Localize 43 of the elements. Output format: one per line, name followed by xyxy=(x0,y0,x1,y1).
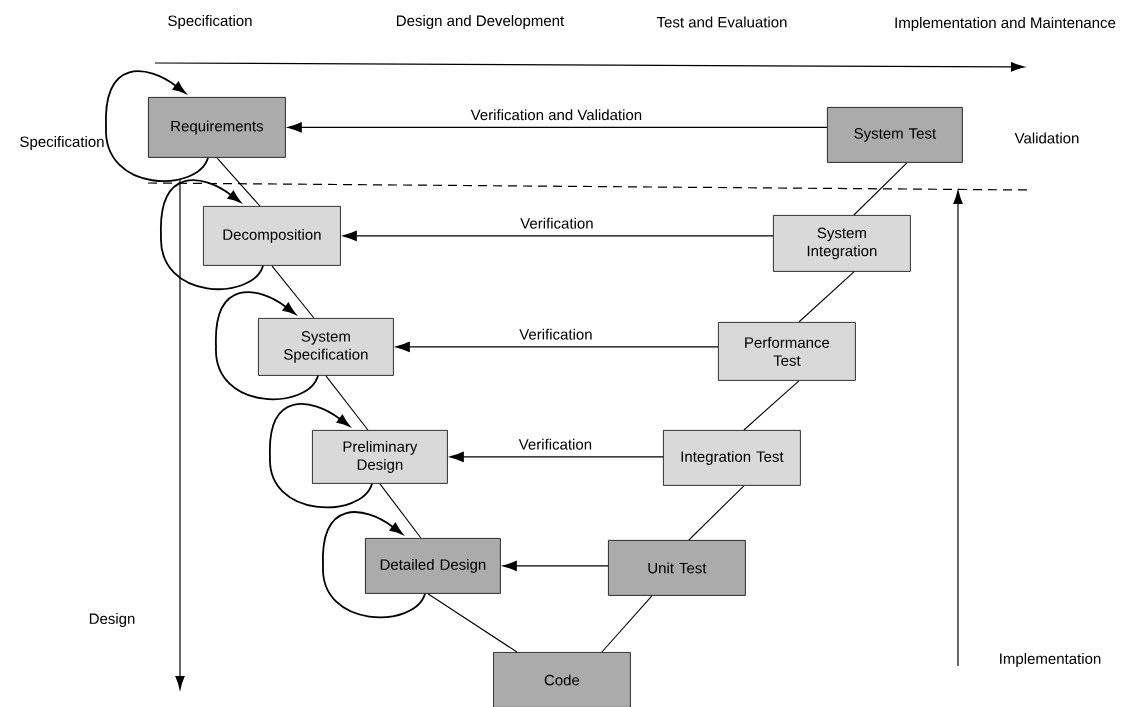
process-box: Code xyxy=(493,652,631,707)
process-box: Integration Test xyxy=(663,430,801,486)
connector-line xyxy=(688,485,745,541)
edge-label: Verification xyxy=(520,217,593,229)
process-box: System Test xyxy=(827,107,963,163)
process-box: System Specification xyxy=(258,318,394,376)
loop-arrow xyxy=(105,70,209,182)
connector-line xyxy=(216,157,261,207)
connector-line xyxy=(601,595,653,653)
axis-label: Design and Development xyxy=(397,15,565,29)
arrow xyxy=(287,122,828,133)
axis-label: Design xyxy=(89,613,135,627)
connector-line xyxy=(743,380,800,431)
axis-label: Implementation xyxy=(1000,653,1101,667)
arrow xyxy=(395,341,719,353)
process-box: Unit Test xyxy=(608,540,746,596)
axis-label: Specification xyxy=(168,15,252,29)
arrow xyxy=(449,451,664,463)
connector-line xyxy=(379,483,422,539)
edge-label: Verification and Validation xyxy=(470,109,642,121)
connector-line xyxy=(853,162,908,216)
connector-line xyxy=(271,265,315,319)
connector-line xyxy=(325,375,369,431)
loop-arrow xyxy=(160,179,264,291)
edge-label: Verification xyxy=(519,328,592,340)
axis-label: Test and Evaluation xyxy=(656,16,787,28)
axis-label: Implementation and Maintenance xyxy=(895,17,1116,31)
loop-arrow xyxy=(269,403,373,509)
loop-arrow xyxy=(322,511,426,619)
axis-label: Validation xyxy=(1014,132,1079,144)
process-box: Requirements xyxy=(148,97,286,158)
edge-label: Verification xyxy=(518,438,592,450)
process-box: Performance Test xyxy=(718,322,856,381)
connector-line xyxy=(427,593,518,653)
loop-arrow xyxy=(215,291,319,401)
process-box: Decomposition xyxy=(203,206,341,266)
connector-line xyxy=(798,271,855,323)
process-box: Preliminary Design xyxy=(312,430,448,484)
axis-label: Specification xyxy=(20,136,104,150)
process-box: Detailed Design xyxy=(365,538,501,594)
arrow xyxy=(342,230,774,242)
arrow xyxy=(502,560,609,572)
process-box: System Integration xyxy=(773,215,911,272)
